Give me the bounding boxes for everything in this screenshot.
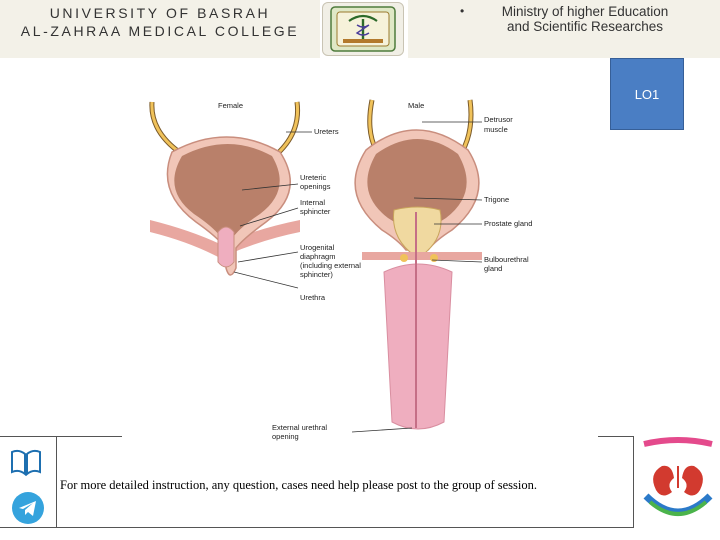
ministry-title: • Ministry of higher Education and Scien… [454,4,716,34]
label-ureteric-1: Ureteric [300,173,327,182]
label-internal-2: sphincter [300,207,331,216]
label-bulbourethral-1: Bulbourethral [484,255,529,264]
learning-objective-badge: LO1 [610,58,684,130]
label-ureters: Ureters [314,127,339,136]
label-male: Male [408,101,424,110]
label-internal-1: Internal [300,198,325,207]
university-title: UNIVERSITY OF BASRAH AL-ZAHRAA MEDICAL C… [4,4,316,40]
college-logo [322,2,404,56]
label-urogenital-2: diaphragm [300,252,335,261]
urinary-bladder-diagram: Female Male Ureters Detrusor muscle Uret… [122,92,598,450]
footer-divider-right [598,436,634,437]
footer-divider-vertical [56,436,57,528]
label-urogenital-3: (including external [300,261,361,270]
ministry-line-2: and Scientific Researches [506,19,664,34]
book-icon[interactable] [8,444,44,480]
footer-divider-left [0,436,122,437]
footer-baseline [0,527,634,528]
label-detrusor-1: Detrusor [484,115,513,124]
male-penile-urethra [383,263,453,430]
label-female: Female [218,101,243,110]
university-line-1: UNIVERSITY OF BASRAH [49,5,271,21]
label-external-1: External urethral [272,423,327,432]
learning-objective-label: LO1 [634,86,660,102]
label-ureteric-2: openings [300,182,331,191]
label-urogenital-4: sphincter) [300,270,333,279]
label-detrusor-2: muscle [484,125,508,134]
prostate-gland [393,206,442,259]
label-urogenital-1: Urogenital [300,243,335,252]
label-trigone: Trigone [484,195,509,204]
label-bulbourethral-2: gland [484,264,502,273]
footer-divider-vertical-right [633,436,634,528]
university-line-2: AL-ZAHRAA MEDICAL COLLEGE [20,23,300,39]
telegram-icon[interactable] [10,490,46,526]
ministry-line-1: Ministry of higher Education [501,4,669,19]
header-right-panel [408,0,720,58]
label-urethra: Urethra [300,293,326,302]
ministry-bullet: • [460,4,465,18]
header-left-panel [0,0,320,58]
footer-note: For more detailed instruction, any quest… [60,478,537,492]
label-prostate: Prostate gland [484,219,532,228]
kidney-care-logo [636,436,720,530]
label-external-2: opening [272,432,299,441]
